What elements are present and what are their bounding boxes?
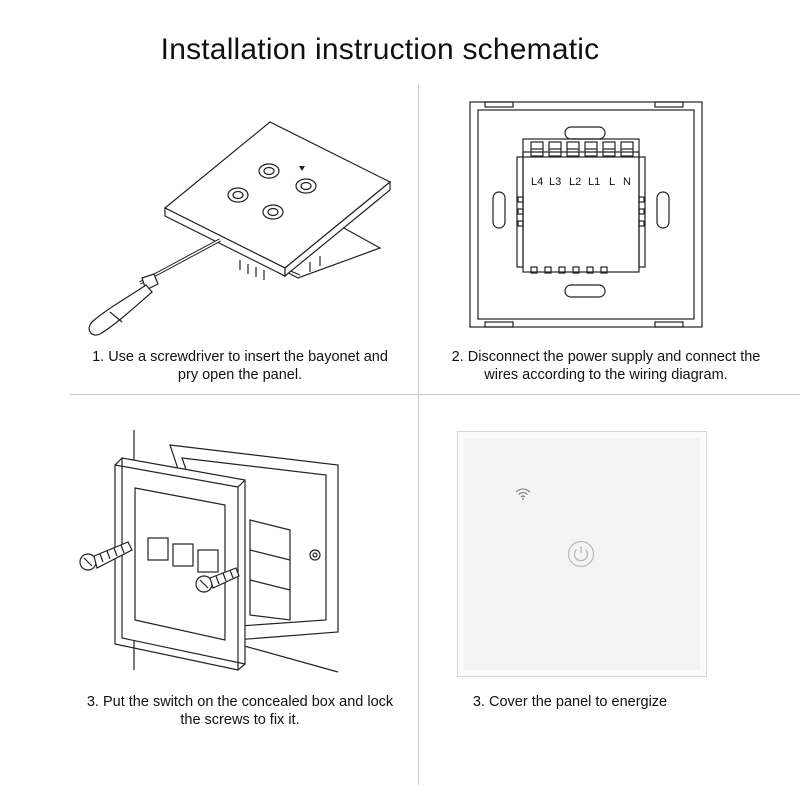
- button-bottom-icon: [262, 204, 284, 220]
- step4-caption: 3. Cover the panel to energize: [420, 693, 720, 711]
- terminal-label: L3: [549, 176, 561, 188]
- step2-illustration: L4 L3 L2 L1 L N: [469, 101, 703, 328]
- switch-panel: [163, 121, 392, 280]
- wifi-icon: [515, 488, 531, 500]
- caption-line: 1. Use a screwdriver to insert the bayon…: [92, 349, 388, 365]
- switch-frame: [114, 457, 246, 671]
- step1-caption: 1. Use a screwdriver to insert the bayon…: [60, 348, 420, 384]
- terminal-label: N: [623, 176, 631, 188]
- button-left-icon: [227, 187, 249, 203]
- button-top-icon: [258, 163, 280, 179]
- glass-panel: [457, 431, 707, 677]
- terminal-label: L1: [588, 176, 600, 188]
- caption-line: pry open the panel.: [177, 367, 303, 383]
- vertical-divider: [418, 85, 419, 785]
- power-button[interactable]: [567, 540, 595, 568]
- terminal-label: L2: [569, 176, 581, 188]
- wifi-indicator-icon: [299, 166, 305, 171]
- caption-line: 3. Put the switch on the concealed box a…: [86, 694, 394, 710]
- step2-caption: 2. Disconnect the power supply and conne…: [420, 348, 792, 384]
- slot-left: [492, 191, 506, 229]
- caption-line: the screws to fix it.: [180, 712, 300, 728]
- horizontal-divider: [70, 394, 800, 395]
- button-right-icon: [295, 178, 317, 194]
- terminal-label: L4: [531, 176, 543, 188]
- caption-line: 2. Disconnect the power supply and conne…: [451, 349, 761, 365]
- screwdriver-icon: [88, 238, 221, 336]
- screw-right-icon: [195, 567, 240, 593]
- terminal-label: L: [609, 176, 615, 188]
- slot-right: [656, 191, 670, 229]
- screw-left-icon: [79, 541, 133, 571]
- step3-illustration: [79, 430, 339, 673]
- slot-bottom: [564, 284, 606, 298]
- terminal-labels: L4 L3 L2 L1 L N: [531, 176, 631, 188]
- button-icons: [227, 163, 317, 220]
- terminal-module: [516, 138, 646, 274]
- step1-illustration: [88, 121, 392, 336]
- page-title: Installation instruction schematic: [160, 33, 600, 66]
- caption-line: wires according to the wiring diagram.: [484, 367, 728, 383]
- caption-line: 3. Cover the panel to energize: [472, 694, 668, 710]
- step3-caption: 3. Put the switch on the concealed box a…: [60, 693, 420, 729]
